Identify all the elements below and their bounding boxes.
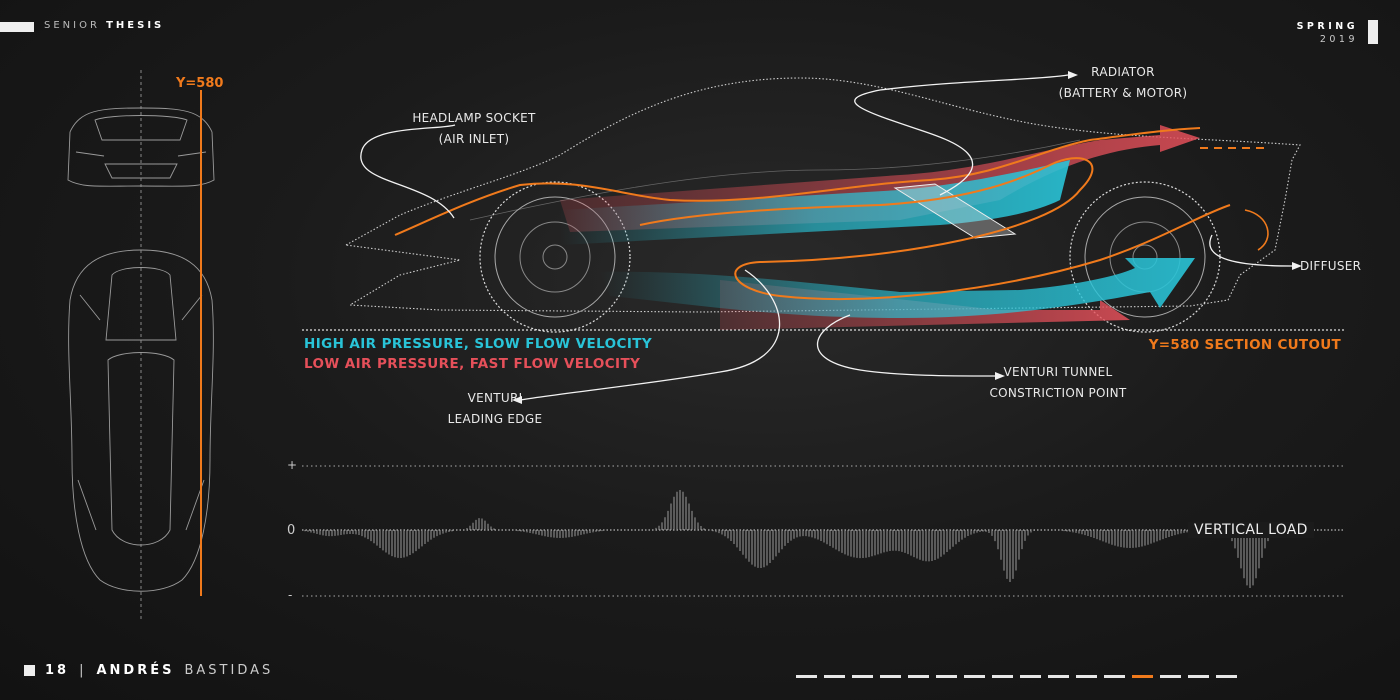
headlamp-label: HEADLAMP SOCKET(AIR INLET) — [412, 111, 536, 146]
callout-arrowheads — [512, 71, 1302, 404]
footer-separator: | — [79, 663, 87, 678]
page-dash — [1188, 675, 1209, 678]
section-marker-label: Y=580 — [176, 76, 224, 91]
page-dash — [908, 675, 929, 678]
vertical-load-title: VERTICAL LOAD — [1188, 522, 1314, 538]
legend-high-pressure: HIGH AIR PRESSURE, SLOW FLOW VELOCITY — [304, 336, 653, 352]
callout-lines — [360, 74, 1293, 401]
footer: 18 | ANDRÉS BASTIDAS — [24, 663, 273, 678]
load-axis-zero: 0 — [287, 523, 296, 538]
page-dash — [936, 675, 957, 678]
top-view-sketch — [68, 249, 214, 592]
page-dash — [1104, 675, 1125, 678]
page-dash — [1076, 675, 1097, 678]
front-wheel — [479, 181, 631, 333]
page-dash — [852, 675, 873, 678]
diffuser-label: DIFFUSER — [1300, 259, 1362, 273]
streamline-top — [394, 127, 1201, 236]
page-dash — [824, 675, 845, 678]
page-dash — [1048, 675, 1069, 678]
page-dash — [796, 675, 817, 678]
streamline-diffuser — [1244, 209, 1269, 251]
load-axis-minus: - — [288, 588, 293, 602]
page-dash — [1160, 675, 1181, 678]
page-number: 18 — [45, 663, 70, 678]
high-pressure-flow-upper — [560, 160, 1070, 245]
season-bar — [1368, 20, 1378, 44]
section-cutout-label: Y=580 SECTION CUTOUT — [1148, 337, 1341, 353]
car-top-views — [67, 70, 215, 620]
legend-low-pressure: LOW AIR PRESSURE, FAST FLOW VELOCITY — [304, 356, 641, 372]
page-dash — [1020, 675, 1041, 678]
page-dash — [1216, 675, 1237, 678]
author-first-name: ANDRÉS — [96, 663, 175, 678]
page-dash — [1132, 675, 1153, 678]
radiator-block — [893, 183, 1017, 239]
page-dash — [964, 675, 985, 678]
header-title: SENIOR THESIS — [44, 20, 165, 31]
page-dash — [992, 675, 1013, 678]
streamline-under — [639, 157, 1231, 300]
page-indicator — [796, 675, 1237, 678]
header-bar — [0, 22, 34, 32]
radiator-label: RADIATOR(BATTERY & MOTOR) — [1058, 65, 1188, 100]
load-axis-plus: + — [287, 458, 298, 472]
page-dash — [880, 675, 901, 678]
body-outline — [344, 77, 1301, 313]
author-last-name: BASTIDAS — [184, 663, 274, 678]
footer-square — [24, 665, 35, 676]
high-pressure-flow-lower — [600, 258, 1195, 318]
